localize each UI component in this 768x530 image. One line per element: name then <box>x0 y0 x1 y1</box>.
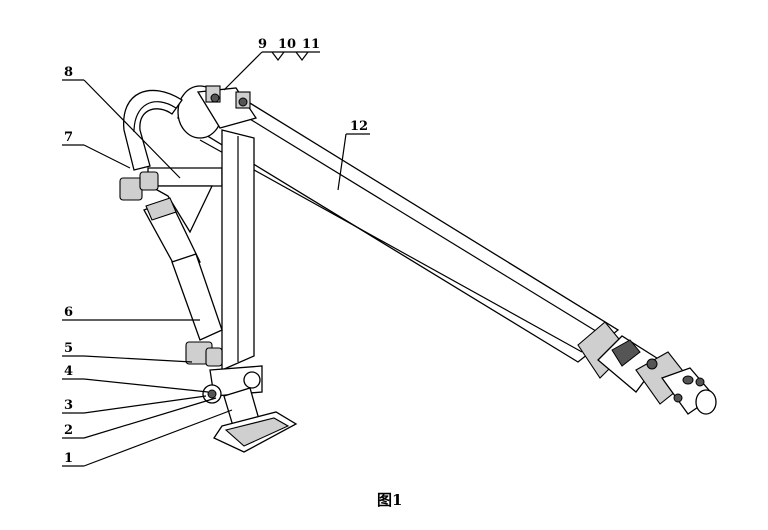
label-part-4: 4 <box>64 364 73 379</box>
label-part-6: 6 <box>64 305 73 320</box>
support-post <box>221 129 255 371</box>
top-clamp <box>177 85 258 139</box>
label-part-3: 3 <box>64 398 73 413</box>
label-part-1: 1 <box>64 451 73 466</box>
label-part-11: 11 <box>302 37 320 52</box>
label-part-8: 8 <box>64 65 73 80</box>
main-tube <box>176 91 717 415</box>
leader-lines <box>62 51 370 467</box>
gas-spring <box>143 197 223 341</box>
label-part-9: 9 <box>258 37 267 52</box>
label-part-10: 10 <box>278 37 296 52</box>
bent-pipe <box>123 89 183 171</box>
label-part-12: 12 <box>350 119 368 134</box>
lower-clamp <box>185 341 223 367</box>
label-part-5: 5 <box>64 341 73 356</box>
figure-caption: 图1 <box>377 491 402 509</box>
part-labels: 9 10 11 8 7 12 6 5 4 3 2 1 <box>64 37 368 466</box>
label-part-7: 7 <box>64 130 73 145</box>
bracket <box>119 167 223 234</box>
label-part-2: 2 <box>64 423 73 438</box>
base <box>213 387 298 453</box>
